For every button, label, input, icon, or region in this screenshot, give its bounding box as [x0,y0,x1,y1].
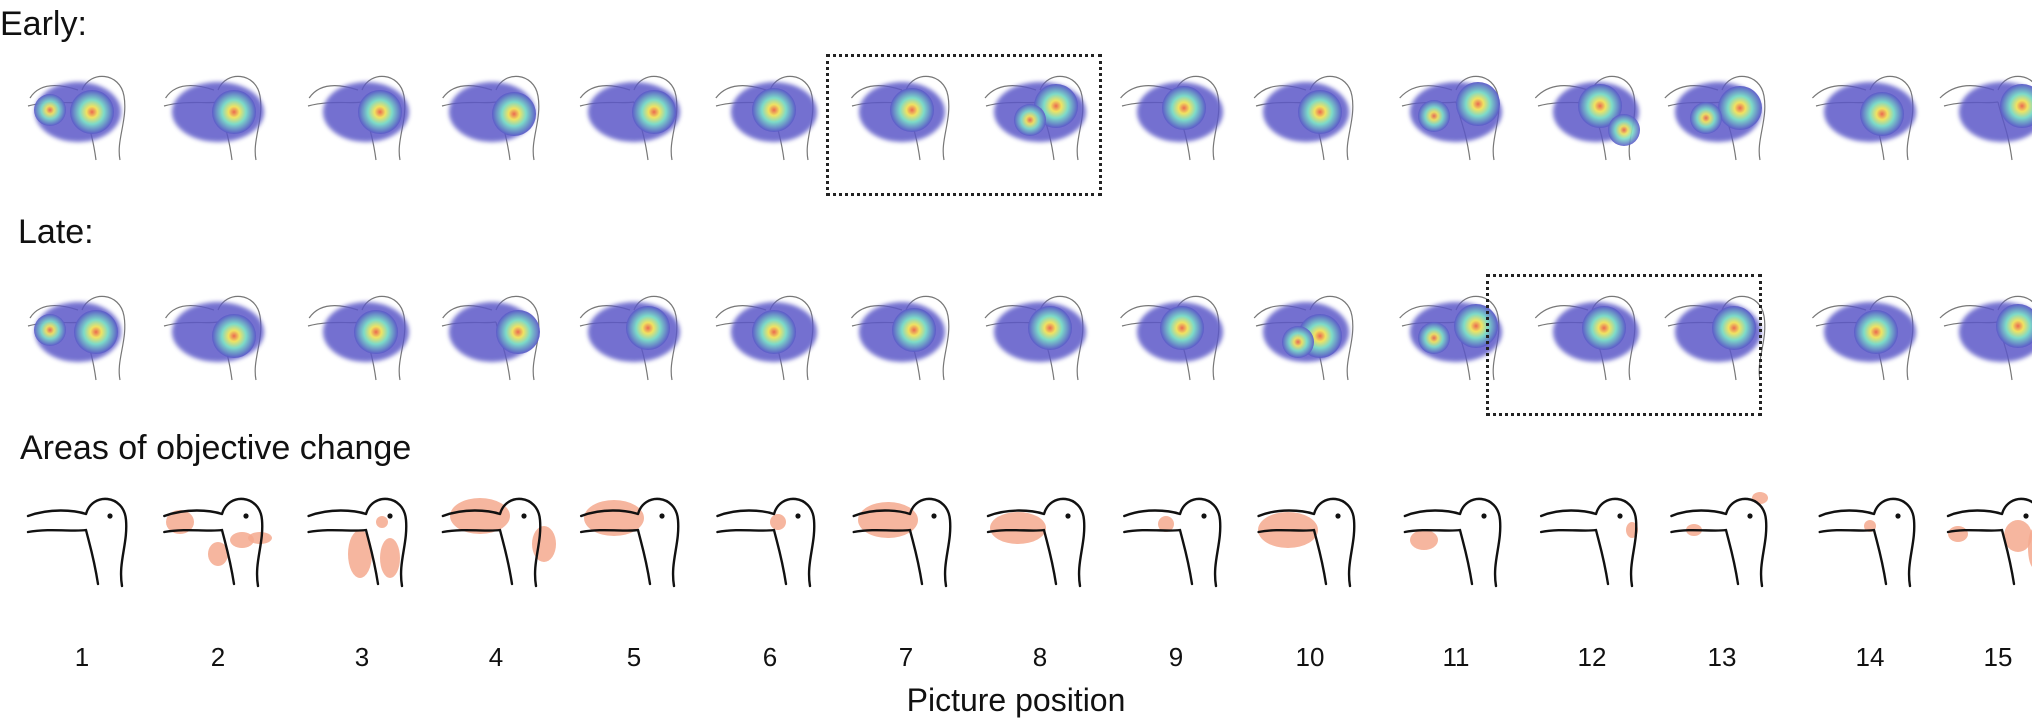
change-row-label: Areas of objective change [20,429,412,467]
position-number-11: 11 [1442,642,1470,672]
late-heatmap-3 [300,280,424,390]
position-number-9: 9 [1168,642,1184,672]
change-drawing-14 [1808,484,1932,594]
late-heatmap-1 [20,280,144,390]
position-number-7: 7 [898,642,914,672]
early-heatmap-15 [1936,60,2032,170]
position-number-12: 12 [1577,642,1607,672]
x-axis-title: Picture position [906,682,1126,718]
position-number-15: 15 [1983,642,2013,672]
early-heatmap-11 [1394,60,1518,170]
change-drawing-1 [20,484,144,594]
late-heatmap-9 [1114,280,1238,390]
early-heatmap-13 [1660,60,1784,170]
position-number-4: 4 [488,642,504,672]
position-number-10: 10 [1295,642,1325,672]
late-highlight-box [1486,274,1762,416]
early-heatmap-6 [708,60,832,170]
early-heatmap-2 [156,60,280,170]
change-drawing-7 [844,484,968,594]
position-number-5: 5 [626,642,642,672]
early-heatmap-12 [1530,60,1654,170]
position-number-13: 13 [1707,642,1737,672]
change-drawing-13 [1660,484,1784,594]
early-heatmap-1 [20,60,144,170]
late-heatmap-7 [844,280,968,390]
early-heatmap-10 [1248,60,1372,170]
late-heatmap-4 [434,280,558,390]
change-drawing-4 [434,484,558,594]
change-drawing-12 [1530,484,1654,594]
late-row-label: Late: [18,213,94,251]
change-drawing-2 [156,484,280,594]
late-heatmap-14 [1808,280,1932,390]
change-drawing-9 [1114,484,1238,594]
change-drawing-15 [1936,484,2032,594]
early-heatmap-8 [978,60,1102,170]
early-heatmap-7 [844,60,968,170]
late-heatmap-15 [1936,280,2032,390]
change-drawing-11 [1394,484,1518,594]
late-heatmap-13 [1660,280,1784,390]
late-heatmap-12 [1530,280,1654,390]
early-heatmap-9 [1114,60,1238,170]
early-heatmap-3 [300,60,424,170]
position-number-6: 6 [762,642,778,672]
early-heatmap-14 [1808,60,1932,170]
position-number-14: 14 [1855,642,1885,672]
change-drawing-6 [708,484,832,594]
early-highlight-box [826,54,1102,196]
position-number-2: 2 [210,642,226,672]
late-heatmap-10 [1248,280,1372,390]
late-heatmap-8 [978,280,1102,390]
early-heatmap-5 [572,60,696,170]
early-heatmap-4 [434,60,558,170]
early-row-label: Early: [0,5,87,43]
change-drawing-10 [1248,484,1372,594]
late-heatmap-6 [708,280,832,390]
late-heatmap-5 [572,280,696,390]
change-drawing-8 [978,484,1102,594]
change-drawing-3 [300,484,424,594]
change-drawing-5 [572,484,696,594]
late-heatmap-2 [156,280,280,390]
position-number-8: 8 [1032,642,1048,672]
position-number-3: 3 [354,642,370,672]
position-number-1: 1 [74,642,90,672]
